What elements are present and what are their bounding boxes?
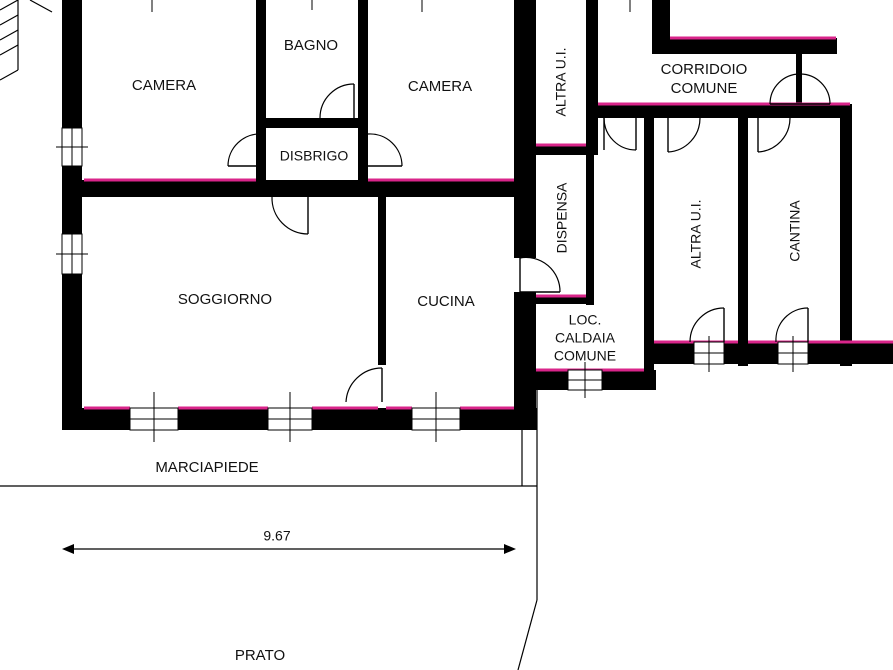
label-camera-left: CAMERA <box>132 77 196 94</box>
dimension-line <box>62 544 516 554</box>
label-cucina: CUCINA <box>417 293 475 310</box>
label-caldaia-3: COMUNE <box>554 348 616 364</box>
label-soggiorno: SOGGIORNO <box>178 291 272 308</box>
label-altra-ui-right: ALTRA U.I. <box>688 200 704 269</box>
label-camera-right: CAMERA <box>408 78 472 95</box>
label-caldaia-1: LOC. <box>569 312 602 328</box>
label-caldaia-2: CALDAIA <box>555 330 616 346</box>
label-marciapiede: MARCIAPIEDE <box>155 459 258 476</box>
outside-lines <box>0 390 538 670</box>
doors <box>227 73 831 403</box>
label-bagno: BAGNO <box>284 37 338 54</box>
label-disbrigo: DISBRIGO <box>280 148 349 164</box>
label-dispensa: DISPENSA <box>554 182 570 253</box>
dimension-width-label: 9.67 <box>263 528 290 544</box>
label-corridoio-2: COMUNE <box>671 80 738 97</box>
label-corridoio-1: CORRIDOIO <box>661 61 748 78</box>
windows <box>56 0 809 442</box>
label-altra-ui-top: ALTRA U.I. <box>553 48 569 117</box>
staircase <box>0 0 53 81</box>
walls <box>62 0 893 430</box>
label-cantina: CANTINA <box>787 200 803 262</box>
label-prato: PRATO <box>235 647 285 664</box>
